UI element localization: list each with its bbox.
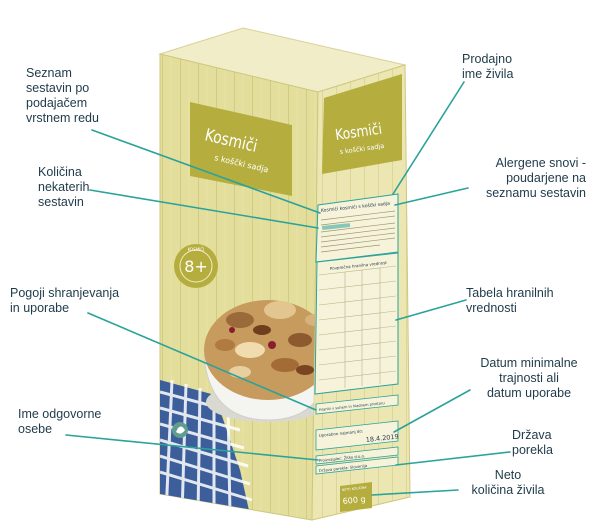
- annotation-datemin: Datum minimalne trajnosti ali datum upor…: [480, 356, 578, 400]
- annotation-allergens: Alergene snovi - poudarjene na seznamu s…: [485, 156, 586, 200]
- nutrition-table: Povprečna hranilna vrednost: [314, 252, 399, 395]
- leader-ingredients: [91, 129, 321, 214]
- leader-origin: [395, 451, 511, 466]
- side-brand: Kosmiči: [334, 120, 383, 144]
- annotation-responsible: Ime odgovorne osebe: [18, 407, 102, 436]
- annotation-quantity: Količina nekaterih sestavin: [38, 165, 90, 209]
- leader-net: [371, 489, 459, 496]
- leader-allergens: [394, 187, 469, 206]
- tablecloth-illustration: [160, 379, 253, 516]
- best-before-date: 18.4.2019: [365, 433, 399, 444]
- side-banner: [322, 74, 402, 174]
- annotation-origin: Država porekla: [512, 428, 553, 457]
- net-value: 600 g: [342, 495, 366, 506]
- leader-name: [392, 81, 465, 195]
- front-banner: [190, 102, 292, 196]
- net-label: NETO KOLIČINA: [342, 484, 368, 492]
- info-panel: Kosmiči kosmiči s koščki sadja: [315, 193, 399, 263]
- producer-box: [315, 446, 399, 465]
- leader-lines: [65, 81, 511, 496]
- leader-quantity: [89, 189, 319, 229]
- leader-datemin: [393, 389, 471, 433]
- nutrition-title: Povprečna hranilna vrednost: [330, 260, 388, 271]
- age-badge-number: 8+: [184, 257, 208, 276]
- annotation-storage: Pogoji shranjevanja in uporabe: [10, 286, 120, 315]
- annotation-name: Prodajno ime živila: [462, 52, 514, 81]
- annotation-nutrition: Tabela hranilnih vrednosti: [466, 286, 554, 315]
- annotation-ingredients: Seznam sestavin po podajačem vrstnem red…: [26, 66, 99, 125]
- age-badge: 8+ KOSMIČI: [174, 244, 218, 288]
- best-before-box: [315, 420, 399, 451]
- net-quantity-box: [340, 482, 372, 512]
- storage-text: Hraniti v suhem in hladnem prostoru: [319, 401, 385, 412]
- leader-storage: [87, 312, 317, 411]
- origin-text: Država porekla: Slovenija: [319, 463, 368, 473]
- leader-responsible: [65, 434, 319, 461]
- cereal-box: Kosmiči s koščki sadja 8+ KOSMIČI Kosmič…: [158, 27, 411, 521]
- leaf-logo-icon: [172, 422, 188, 438]
- age-badge-ring-text: KOSMIČI: [188, 247, 205, 252]
- ingredients-text: [320, 210, 396, 253]
- leader-nutrition: [395, 299, 467, 321]
- best-before-label: Uporabno najmanj do:: [319, 428, 364, 438]
- annotation-net: Neto količina živila: [471, 468, 545, 497]
- quantity-highlight: [322, 223, 351, 230]
- cereal-bowl-illustration: [203, 300, 318, 422]
- producer-text: Proizvajalec: Žitko d.o.o.: [319, 453, 366, 463]
